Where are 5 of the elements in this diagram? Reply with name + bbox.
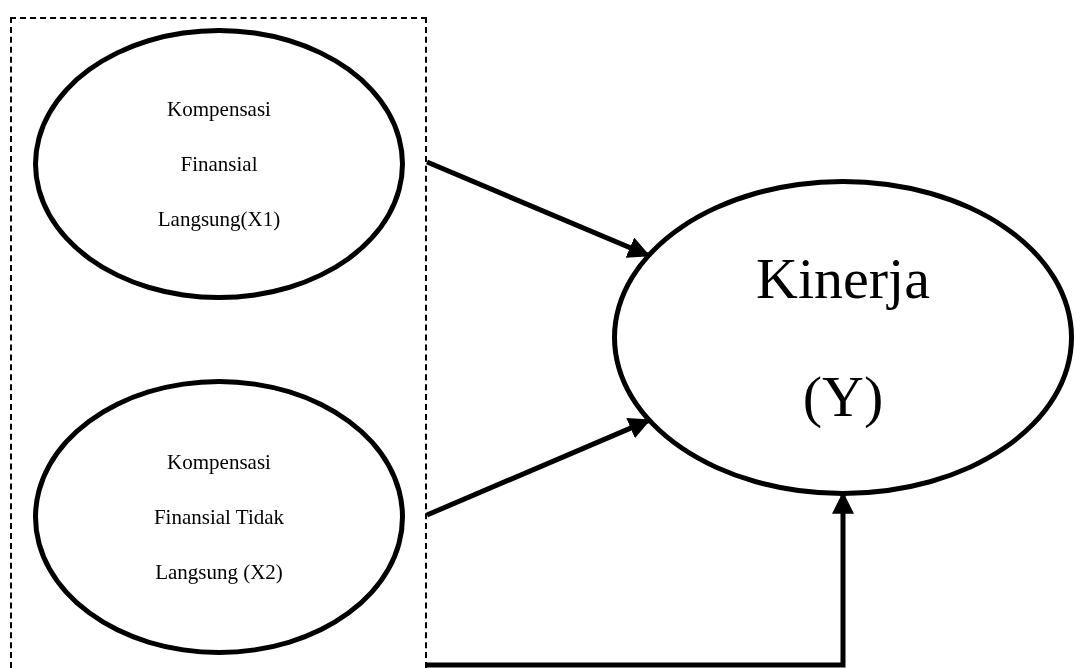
dashed-group-box [10, 17, 427, 668]
node-label: Kinerja (Y) [755, 244, 931, 431]
node-label: Kompensasi Finansial Tidak Langsung (X2) [152, 448, 286, 586]
arrow [426, 418, 651, 518]
node-label: Kompensasi Finansial Langsung(X1) [156, 95, 282, 233]
